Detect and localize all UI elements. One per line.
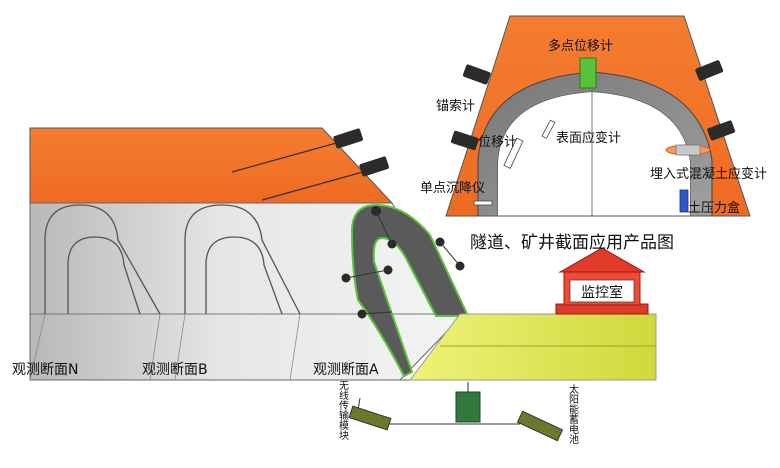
multipoint-label: 多点位移计 [548,38,613,54]
section-b-arch [184,204,301,315]
section-n-arch [44,204,161,315]
surface-strain-label: 表面应变计 [556,130,621,146]
wireless-module-icon [348,405,392,431]
anchor-label: 锚索计 [436,99,475,114]
diagram-title: 隧道、矿井截面应用产品图 [470,233,674,253]
multipoint-sensor-icon [579,57,597,89]
section-a-lining [350,203,470,378]
monitor-room: 监控室 [555,247,649,315]
section-a-label: 观测断面A [313,362,379,378]
tunnel-block [29,127,657,381]
section-n-label: 观测断面N [12,362,78,378]
cross-section-inset [445,15,751,217]
earth-pressure-label: 土压力盒 [688,200,740,216]
single-point-label: 单点沉降仪 [420,181,485,196]
monitor-room-label: 监控室 [581,284,623,301]
displacement-label: 位移计 [478,135,517,150]
embedded-strain-label: 埋入式混凝土应变计 [650,166,767,182]
anchor-sensors-main [231,128,389,201]
solar-battery-icon [516,410,564,442]
controller-box-icon [455,391,481,423]
solar-label: 太阳能蓄电池 [567,383,579,444]
earth-pressure-icon [679,189,689,213]
section-b-label: 观测断面B [142,362,208,378]
wireless-label: 无线传输模块 [337,380,349,441]
